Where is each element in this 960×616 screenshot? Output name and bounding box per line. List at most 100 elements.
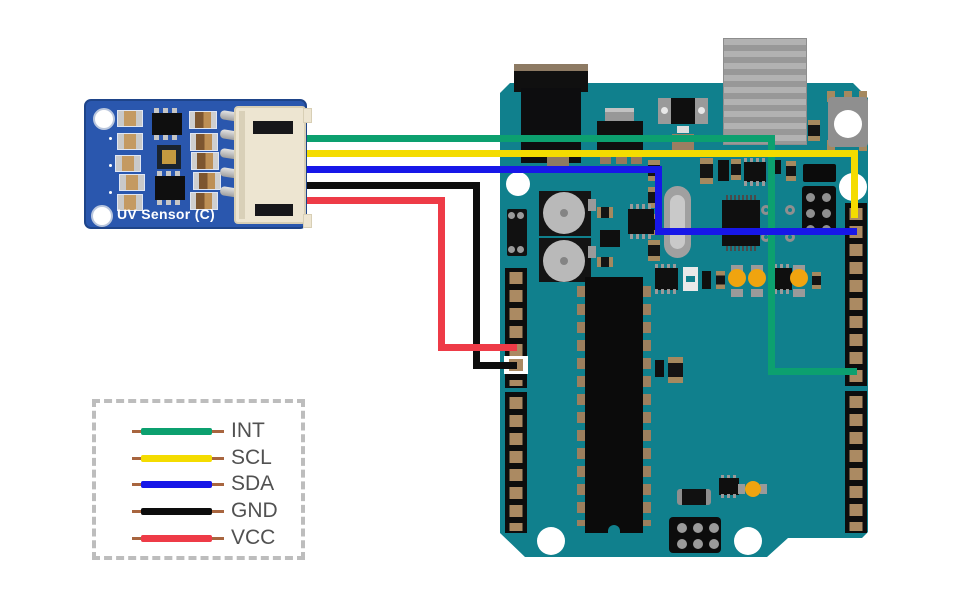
pin-connector-2p — [507, 209, 527, 256]
capacitor-lead — [588, 199, 596, 211]
smd-capacitor — [190, 192, 218, 210]
smd-capacitor — [193, 172, 221, 190]
wire-sda — [654, 165, 662, 235]
legend-color-bar — [141, 481, 212, 488]
smd-capacitor — [190, 133, 218, 151]
legend-row-sda: SDA — [96, 472, 301, 496]
smd-resistor — [731, 159, 741, 180]
mounting-hole — [537, 527, 565, 555]
smd-component — [718, 160, 729, 181]
legend-label: VCC — [231, 526, 276, 549]
led-pad — [751, 289, 763, 297]
mounting-hole — [93, 108, 115, 130]
legend-color-bar — [141, 508, 212, 515]
smd-capacitor — [677, 489, 711, 505]
sot23-chip — [600, 230, 620, 247]
led — [790, 269, 808, 287]
header-pin — [822, 193, 831, 202]
analog-pin-header — [505, 392, 527, 533]
legend-color-bar — [141, 428, 212, 435]
dip-notch — [608, 525, 620, 533]
smd-ic — [655, 268, 678, 290]
usb-controller-chip — [722, 200, 760, 246]
connector-latch — [303, 214, 312, 228]
dip-pins-right — [642, 286, 651, 526]
sensor-ic — [152, 113, 182, 135]
smd-resistor — [117, 194, 143, 211]
mounting-hole — [506, 172, 530, 196]
regulator-leg — [631, 152, 642, 164]
smd-diode — [700, 158, 713, 184]
resonator-notch — [686, 276, 695, 282]
legend-row-int: INT — [96, 419, 301, 443]
regulator-leg — [616, 152, 627, 164]
power-jack-tab — [547, 157, 569, 168]
legend-row-scl: SCL — [96, 446, 301, 470]
wire-sda — [654, 227, 857, 235]
test-point — [109, 191, 112, 194]
ic-pins — [157, 200, 183, 205]
digital-pin-header-top — [845, 203, 867, 386]
usb-connector — [723, 38, 807, 145]
uv-sensor-module: UV Sensor (C) — [84, 99, 312, 229]
crystal-top — [670, 195, 685, 249]
header-pin — [693, 539, 703, 549]
legend-label: SCL — [231, 446, 272, 469]
ic-pins — [744, 158, 766, 163]
header-pin — [709, 539, 719, 549]
smd-inductor — [803, 164, 836, 182]
ic-pins — [630, 204, 652, 209]
mounting-hole — [734, 527, 762, 555]
legend-row-gnd: GND — [96, 499, 301, 523]
smd-component — [655, 360, 664, 377]
wire-gnd — [472, 181, 480, 369]
capacitor-dot — [560, 257, 568, 265]
smd-component — [677, 126, 689, 133]
reset-button-pin — [859, 91, 867, 102]
mounting-hole — [91, 205, 113, 227]
led-pad — [738, 484, 745, 494]
smd-resistor — [597, 207, 613, 218]
smd-resistor — [115, 155, 141, 172]
pin — [508, 246, 515, 253]
pin — [517, 246, 524, 253]
connector-slot — [253, 121, 293, 134]
ic-pins — [721, 494, 737, 498]
header-pin — [806, 209, 815, 218]
legend-color-bar — [141, 455, 212, 462]
sensor-ic — [155, 176, 185, 200]
wire-vcc — [299, 196, 445, 204]
smd-ic — [744, 162, 766, 182]
led-pad — [760, 484, 767, 494]
dip-pins-left — [577, 286, 586, 526]
ic-pins — [655, 289, 678, 294]
via — [785, 205, 795, 215]
legend-row-vcc: VCC — [96, 526, 301, 550]
polyfuse — [671, 98, 695, 124]
smd-component — [702, 271, 711, 289]
polyfuse-screw — [698, 107, 705, 114]
soic8-chip — [628, 209, 654, 234]
reset-button-pin — [827, 91, 835, 102]
header-pin — [677, 539, 687, 549]
test-point — [109, 137, 112, 140]
smd-resistor — [117, 133, 143, 150]
smd-resistor — [119, 174, 145, 191]
header-pin — [709, 523, 719, 533]
header-pin — [806, 193, 815, 202]
smd-capacitor — [191, 152, 219, 170]
power-jack-top — [514, 64, 588, 71]
main-mcu-chip — [585, 277, 643, 533]
reset-button-pin — [844, 91, 852, 102]
ic-pins — [774, 264, 792, 269]
wire-vcc — [437, 343, 517, 351]
smd-resistor — [117, 110, 143, 127]
pin — [517, 212, 524, 219]
led-pad — [793, 289, 805, 297]
arduino-board-components — [500, 38, 868, 558]
legend-label: SDA — [231, 472, 275, 495]
header-pin — [822, 209, 831, 218]
connector-slot — [255, 204, 293, 216]
